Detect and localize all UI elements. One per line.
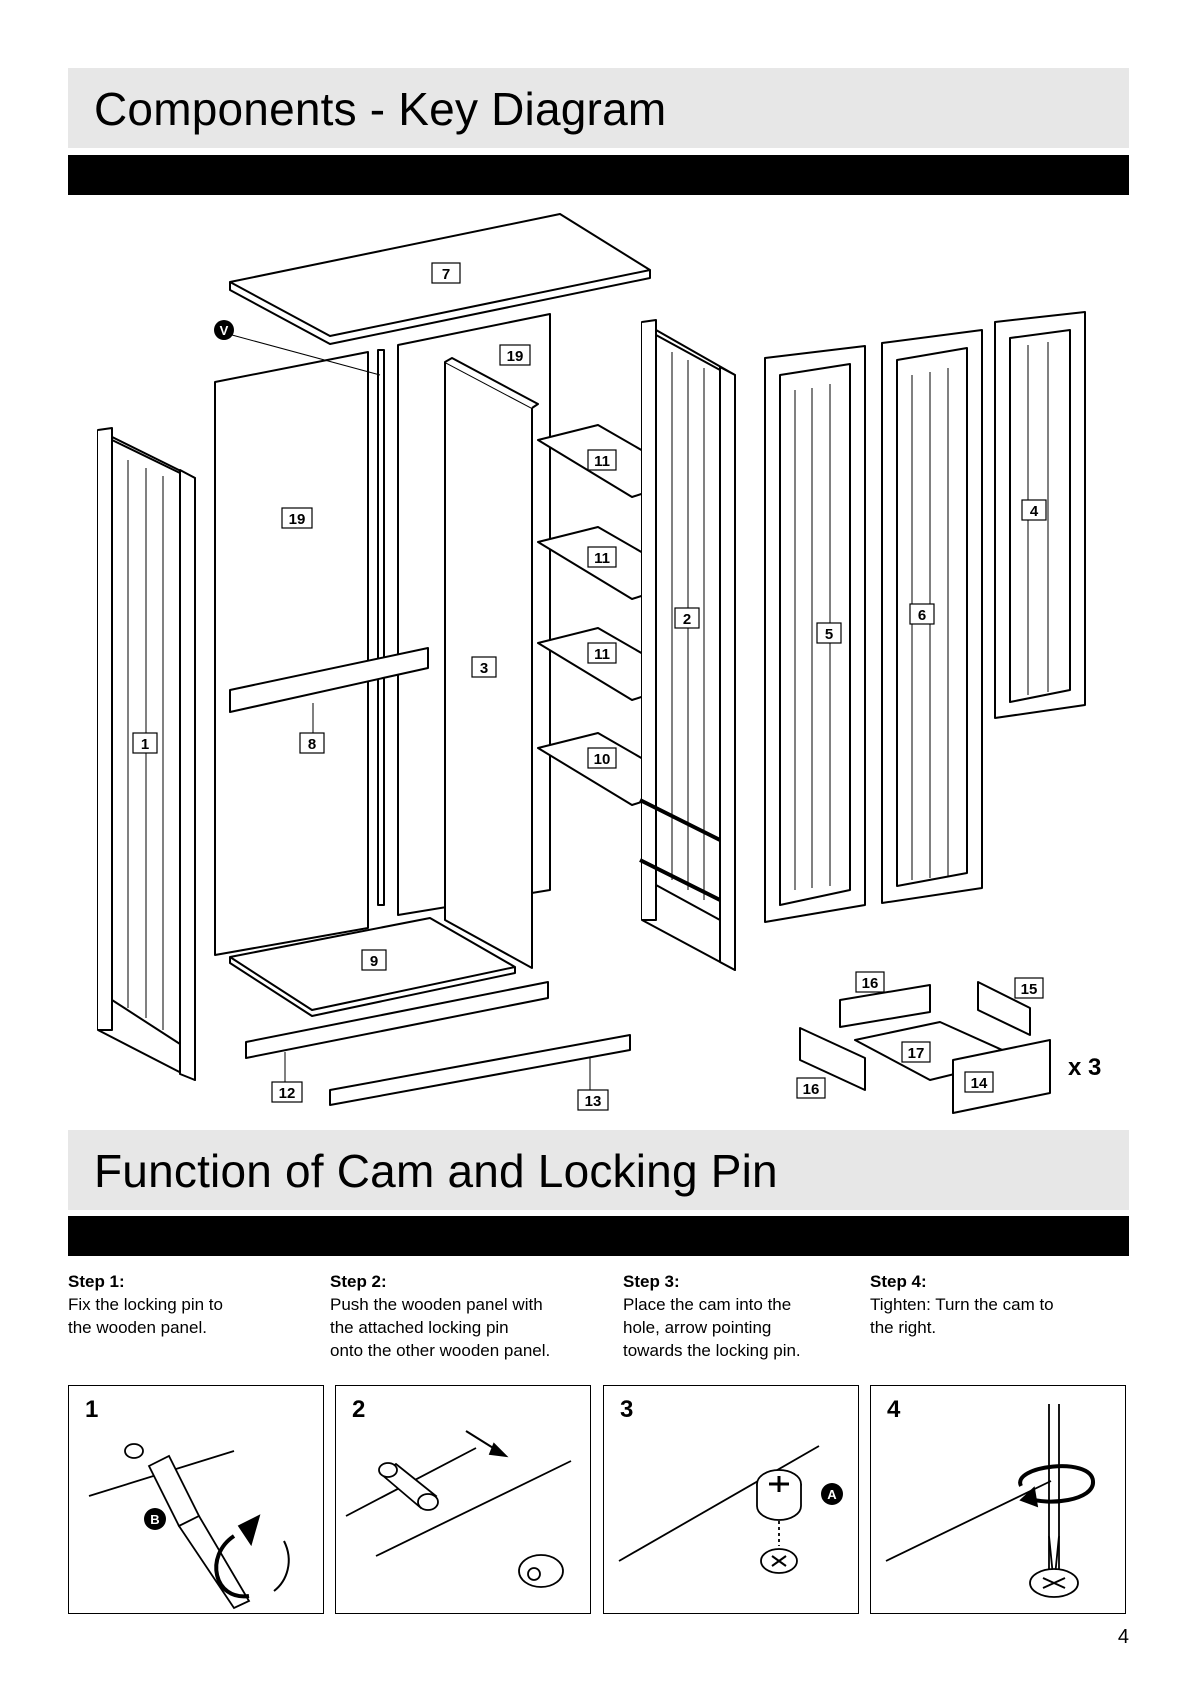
function-header: Function of Cam and Locking Pin [68, 1130, 1129, 1210]
step-1-desc: Fix the locking pin to the wooden panel. [68, 1295, 223, 1337]
part-label-18: 17 [901, 1041, 931, 1063]
part-label-8: 8 [299, 732, 325, 754]
step-2-text: Step 2: Push the wooden panel with the a… [330, 1270, 550, 1362]
svg-text:5: 5 [825, 626, 833, 643]
tighten-cam-illustration [885, 1404, 1095, 1598]
svg-text:19: 19 [507, 348, 524, 365]
part-label-1: 1 [132, 732, 158, 754]
part-label-7: 7 [431, 262, 461, 284]
part-label-16: 15 [1014, 977, 1044, 999]
step-4-number: 4 [887, 1396, 901, 1423]
components-header: Components - Key Diagram [68, 68, 1129, 148]
svg-text:12: 12 [279, 1085, 296, 1102]
svg-text:16: 16 [803, 1081, 820, 1098]
svg-text:1: 1 [141, 736, 149, 753]
part-label-14: 14 [964, 1071, 994, 1093]
components-title: Components - Key Diagram [94, 83, 667, 135]
part-label-2: 2 [674, 607, 700, 629]
svg-text:11: 11 [594, 646, 610, 663]
step-3-title: Step 3: [623, 1272, 680, 1291]
step-3-desc: Place the cam into the hole, arrow point… [623, 1295, 801, 1360]
rail-8 [229, 647, 429, 713]
drawer-side-15 [799, 1027, 866, 1091]
door-5 [764, 345, 866, 923]
part-label-10: 10 [587, 747, 617, 769]
step-4-panel: 4 [870, 1385, 1126, 1614]
svg-text:4: 4 [1030, 503, 1039, 520]
part-label-11-a: 11 [587, 449, 617, 471]
drawer-front-14 [952, 1039, 1051, 1114]
part-label-11-b: 11 [587, 546, 617, 568]
function-title: Function of Cam and Locking Pin [94, 1145, 778, 1197]
components-divider-bar [68, 155, 1129, 195]
step-2-desc: Push the wooden panel with the attached … [330, 1295, 551, 1360]
marker-a: A [827, 1487, 837, 1502]
rail-12 [245, 981, 549, 1059]
part-label-9: 9 [361, 949, 387, 971]
step-1-title: Step 1: [68, 1272, 125, 1291]
part-label-15: 16 [796, 1077, 826, 1099]
step-2-number: 2 [352, 1396, 366, 1423]
svg-text:13: 13 [585, 1093, 602, 1110]
drawer-side-16 [977, 981, 1031, 1036]
part-label-6: 6 [909, 603, 935, 625]
svg-text:10: 10 [594, 751, 611, 768]
rail-13 [329, 1034, 631, 1106]
part-label-4: 4 [1021, 499, 1047, 521]
marker-b: B [150, 1512, 159, 1527]
cam-insert-illustration: A [618, 1445, 843, 1574]
part-label-19-right: 19 [499, 344, 531, 366]
svg-text:19: 19 [289, 511, 306, 528]
step-3-text: Step 3: Place the cam into the hole, arr… [623, 1270, 801, 1362]
part-label-3: 3 [471, 656, 497, 678]
fitting-v-marker [214, 320, 234, 340]
svg-text:2: 2 [683, 611, 691, 628]
part-label-19-left: 19 [281, 507, 313, 529]
svg-text:3: 3 [480, 660, 488, 677]
part-label-17: 16 [855, 971, 885, 993]
step-1-text: Step 1: Fix the locking pin to the woode… [68, 1270, 223, 1339]
step-3-number: 3 [620, 1396, 634, 1423]
step-4-title: Step 4: [870, 1272, 927, 1291]
svg-text:8: 8 [308, 736, 316, 753]
step-4-text: Step 4: Tighten: Turn the cam to the rig… [870, 1270, 1054, 1339]
svg-text:7: 7 [442, 266, 450, 283]
svg-text:6: 6 [918, 607, 926, 624]
part-label-5: 5 [816, 622, 842, 644]
svg-text:9: 9 [370, 953, 378, 970]
step-3-panel: 3 A [603, 1385, 859, 1614]
back-panel-left [214, 351, 369, 956]
svg-text:17: 17 [908, 1045, 925, 1062]
drawer-back-17 [839, 984, 931, 1028]
svg-text:15: 15 [1021, 981, 1038, 998]
step-1-number: 1 [85, 1396, 99, 1423]
push-panel-illustration [345, 1430, 572, 1588]
step-4-desc: Tighten: Turn the cam to the right. [870, 1295, 1054, 1337]
drawer-quantity: x 3 [1068, 1054, 1101, 1081]
svg-text:11: 11 [594, 453, 610, 470]
function-divider-bar [68, 1216, 1129, 1256]
step-2-panel: 2 [335, 1385, 591, 1614]
svg-text:14: 14 [971, 1075, 988, 1092]
svg-text:11: 11 [594, 550, 610, 567]
step-2-title: Step 2: [330, 1272, 387, 1291]
step-1-panel: 1 B [68, 1385, 324, 1614]
key-diagram: V 7 19 19 11 11 11 10 2 3 8 1 9 12 13 5 … [97, 213, 1101, 1114]
locking-pin-illustration: B [88, 1443, 290, 1610]
svg-text:16: 16 [862, 975, 879, 992]
svg-text:V: V [220, 323, 229, 338]
part-label-11-c: 11 [587, 642, 617, 664]
part-label-12: 12 [271, 1081, 303, 1103]
page-number: 4 [1117, 1626, 1129, 1648]
part-label-13: 13 [577, 1089, 609, 1111]
